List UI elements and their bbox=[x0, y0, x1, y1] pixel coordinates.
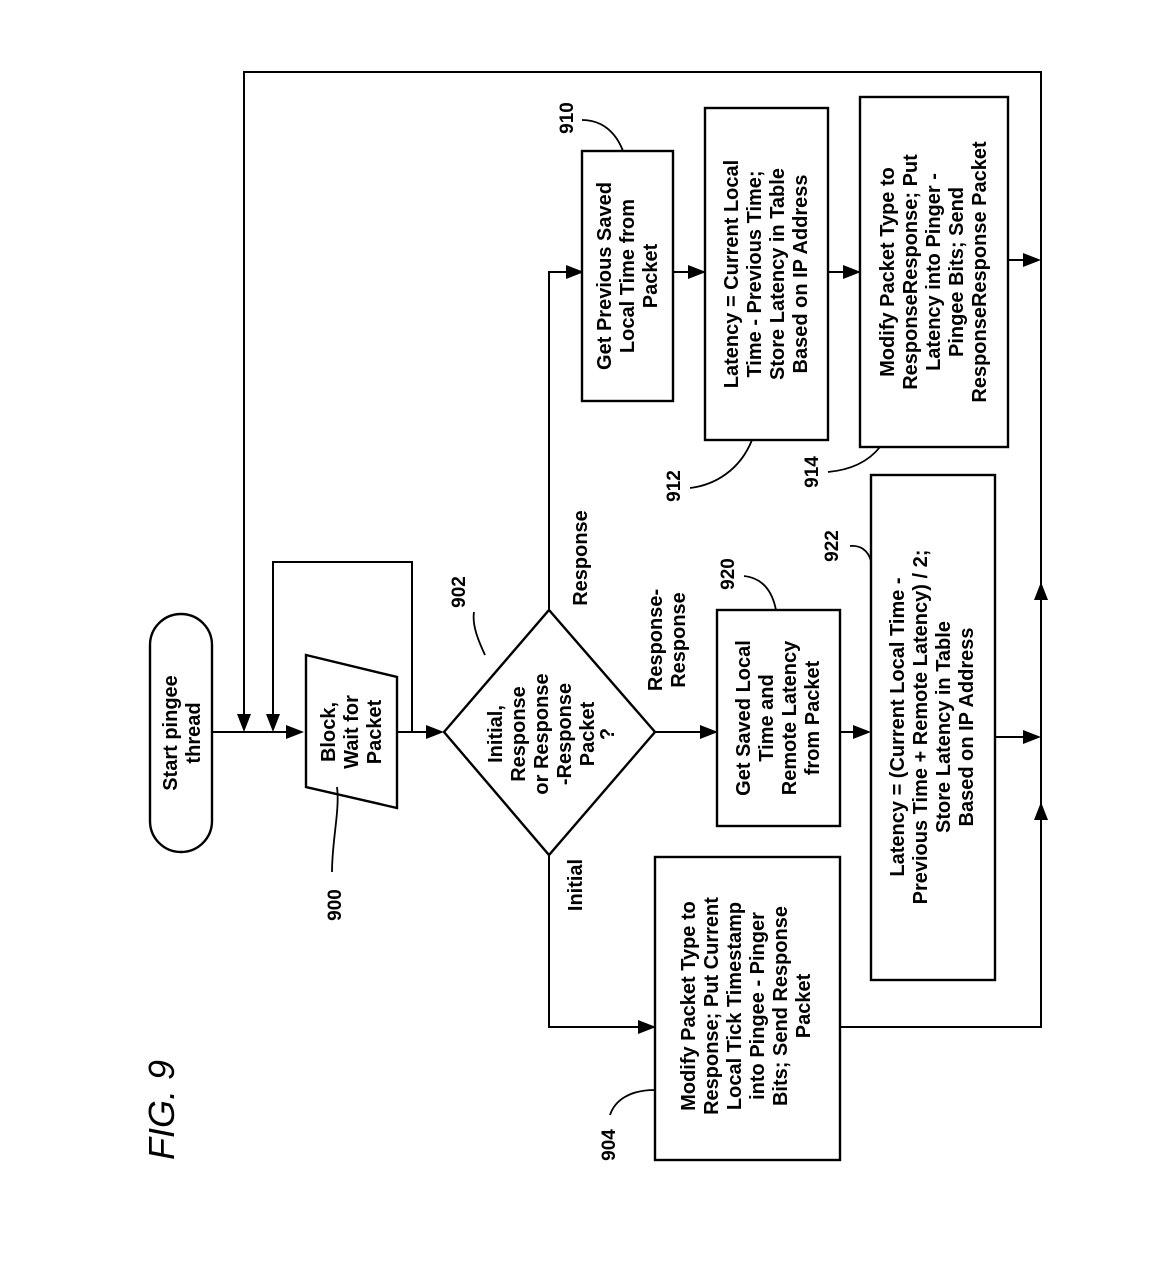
decision-line-4: -Response bbox=[554, 683, 576, 785]
ref-910-label: 910 bbox=[557, 102, 578, 134]
get-previous-line-2: Local Time from bbox=[617, 199, 639, 353]
ref-922-label: 922 bbox=[822, 530, 843, 562]
wait-loop-arrowhead bbox=[266, 714, 280, 732]
ref-922: 922 bbox=[822, 530, 872, 562]
decision-line-3: or Response bbox=[531, 673, 553, 794]
decision-line-6: ? bbox=[597, 728, 619, 740]
decision-line-2: Response bbox=[508, 686, 530, 782]
modify-rr-line-3: Latency into Pinger - bbox=[923, 173, 945, 371]
modify-response-line-3: Local Tick Timestamp bbox=[724, 902, 746, 1110]
ref-902-label: 902 bbox=[449, 576, 470, 608]
modify-response-response-node: Modify Packet Type to ResponseResponse; … bbox=[858, 95, 1010, 449]
ref-912: 912 bbox=[664, 439, 753, 502]
get-previous-to-latency-arrowhead bbox=[688, 265, 706, 279]
modify-response-line-2: Response; Put Current bbox=[701, 897, 723, 1115]
branch-label-response-response-line-1: Response- bbox=[645, 589, 667, 691]
wait-loop-connector bbox=[272, 561, 413, 732]
packet-type-decision: Initial, Response or Response -Response … bbox=[442, 608, 657, 857]
ref-912-label: 912 bbox=[664, 470, 685, 502]
ref-904: 904 bbox=[599, 1089, 656, 1161]
get-saved-line-3: Remote Latency bbox=[779, 640, 801, 795]
response-response-branch-arrowhead bbox=[700, 725, 718, 739]
get-saved-line-1: Get Saved Local bbox=[733, 640, 755, 796]
block-to-decision-arrowhead bbox=[426, 725, 444, 739]
latency-response-response-node: Latency = (Current Local Time - Previous… bbox=[869, 473, 997, 982]
get-previous-line-1: Get Previous Saved bbox=[594, 182, 616, 370]
initial-branch-arrowhead bbox=[638, 1020, 656, 1034]
return-loop-connector bbox=[243, 71, 1042, 1028]
branch-label-response-response-line-2: Response bbox=[668, 592, 690, 688]
decision-line-5: Packet bbox=[577, 701, 599, 766]
initial-branch-connector bbox=[548, 855, 640, 1028]
bus-up-arrowhead-lower bbox=[1034, 802, 1048, 820]
block-wait-line-2: Wait for bbox=[341, 695, 363, 769]
start-label-line-1: Start pingee bbox=[160, 675, 182, 791]
get-saved-line-2: Time and bbox=[756, 674, 778, 761]
latency-rr-line-3: Store Latency in Table bbox=[933, 621, 955, 833]
block-wait-node: Block, Wait for Packet bbox=[304, 653, 399, 810]
latency-rr-line-1: Latency = (Current Local Time - bbox=[887, 577, 909, 876]
response-branch-arrowhead bbox=[566, 265, 584, 279]
modify-rr-line-4: Pingee Bits; Send bbox=[946, 187, 968, 357]
response-branch-connector bbox=[548, 271, 568, 610]
get-previous-time-node: Get Previous Saved Local Time from Packe… bbox=[580, 149, 675, 403]
modify-rr-line-5: ResponseResponse Packet bbox=[969, 141, 991, 403]
start-label-line-2: thread bbox=[183, 702, 205, 763]
block-wait-line-3: Packet bbox=[364, 699, 386, 764]
branch-label-response: Response bbox=[570, 510, 592, 606]
decision-line-1: Initial, bbox=[485, 705, 507, 763]
latency-response-node: Latency = Current Local Time - Previous … bbox=[703, 106, 830, 442]
get-saved-line-4: from Packet bbox=[802, 660, 824, 775]
branch-label-initial: Initial bbox=[565, 859, 587, 911]
modify-rr-line-1: Modify Packet Type to bbox=[877, 167, 899, 377]
ref-920-label: 920 bbox=[718, 558, 739, 590]
latency-rr-line-2: Previous Time + Remote Latency) / 2; bbox=[910, 550, 932, 905]
start-to-block-arrowhead bbox=[286, 725, 304, 739]
ref-900: 900 bbox=[325, 786, 346, 921]
latency-to-modify-rr-arrowhead bbox=[843, 265, 861, 279]
latency-rr-to-bus-arrowhead bbox=[1023, 730, 1041, 744]
modify-rr-line-2: ResponseResponse; Put bbox=[900, 154, 922, 390]
ref-902: 902 bbox=[449, 576, 486, 656]
latency-rr-line-4: Based on IP Address bbox=[956, 628, 978, 827]
ref-920: 920 bbox=[718, 558, 777, 611]
latency-response-line-2: Time - Previous Time; bbox=[744, 170, 766, 377]
branch-label-response-response: Response- Response bbox=[645, 589, 690, 691]
ref-914-label: 914 bbox=[802, 456, 823, 488]
ref-910: 910 bbox=[557, 102, 624, 152]
modify-response-line-4: into Pingee - Pinger bbox=[747, 912, 769, 1100]
start-terminator: Start pingee thread bbox=[148, 612, 214, 854]
modify-response-line-1: Modify Packet Type to bbox=[678, 901, 700, 1111]
return-loop-arrowhead bbox=[237, 714, 251, 732]
latency-response-line-4: Based on IP Address bbox=[790, 175, 812, 374]
ref-904-label: 904 bbox=[599, 1129, 620, 1161]
latency-response-line-1: Latency = Current Local bbox=[721, 160, 743, 388]
get-saved-to-latency-arrowhead bbox=[853, 725, 871, 739]
modify-response-line-5: Bits; Send Response bbox=[770, 906, 792, 1106]
get-saved-time-node: Get Saved Local Time and Remote Latency … bbox=[715, 608, 842, 828]
modify-response-line-6: Packet bbox=[793, 973, 815, 1038]
figure-label: FIG. 9 bbox=[141, 1060, 182, 1160]
block-wait-line-1: Block, bbox=[318, 702, 340, 762]
bus-up-arrowhead-upper bbox=[1034, 582, 1048, 600]
modify-response-node: Modify Packet Type to Response; Put Curr… bbox=[653, 855, 842, 1162]
ref-914: 914 bbox=[802, 446, 881, 488]
modify-rr-to-bus-arrowhead bbox=[1023, 253, 1041, 267]
get-previous-line-3: Packet bbox=[640, 243, 662, 308]
ref-900-label: 900 bbox=[325, 889, 346, 921]
latency-response-line-3: Store Latency in Table bbox=[767, 168, 789, 380]
